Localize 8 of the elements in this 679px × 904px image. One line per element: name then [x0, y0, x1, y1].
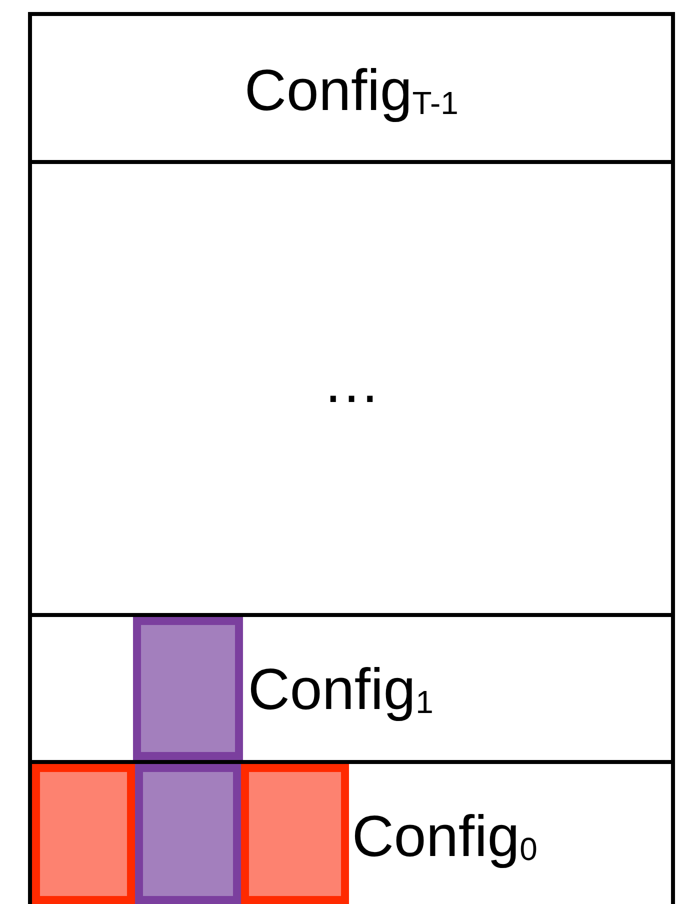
row-label: Config$_{T-1}$ [244, 62, 458, 120]
square-block [241, 764, 349, 904]
row-label: Config$_{1}$ [248, 661, 434, 719]
square-block [32, 764, 135, 904]
square-block [135, 764, 241, 904]
square-block [133, 617, 243, 760]
row-label: Config$_{0}$ [352, 808, 538, 866]
row-label: … [322, 354, 380, 412]
